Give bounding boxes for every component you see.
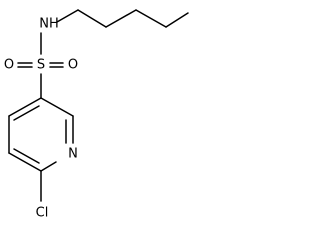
bond-c1-c2 xyxy=(77,9,107,28)
atom-label-n-ring: N xyxy=(68,147,78,162)
atom-label-nh: NH xyxy=(39,17,59,32)
bond-nh-c1 xyxy=(56,9,79,23)
chemical-structure-canvas: NH S O O N Cl xyxy=(4,9,189,221)
bond-c5-c6-ring-inner xyxy=(13,148,40,164)
atom-label-s: S xyxy=(37,58,45,73)
bond-c4-c5 xyxy=(165,12,189,28)
bond-c3-c4 xyxy=(135,9,167,28)
atom-label-o-left: O xyxy=(4,58,14,73)
bond-c3-c4-ring xyxy=(8,97,42,117)
atom-label-cl: Cl xyxy=(36,206,49,221)
atom-label-o-right: O xyxy=(68,58,78,73)
bond-c3-c4-ring-inner xyxy=(13,105,40,121)
bond-c2-c3-ring xyxy=(40,97,74,117)
bond-c6-n-ring xyxy=(40,161,57,172)
chemical-structure-drawing: NH S O O N Cl xyxy=(4,9,189,221)
bond-c2-c3 xyxy=(105,9,137,28)
bond-c5-c6-ring xyxy=(8,152,42,172)
